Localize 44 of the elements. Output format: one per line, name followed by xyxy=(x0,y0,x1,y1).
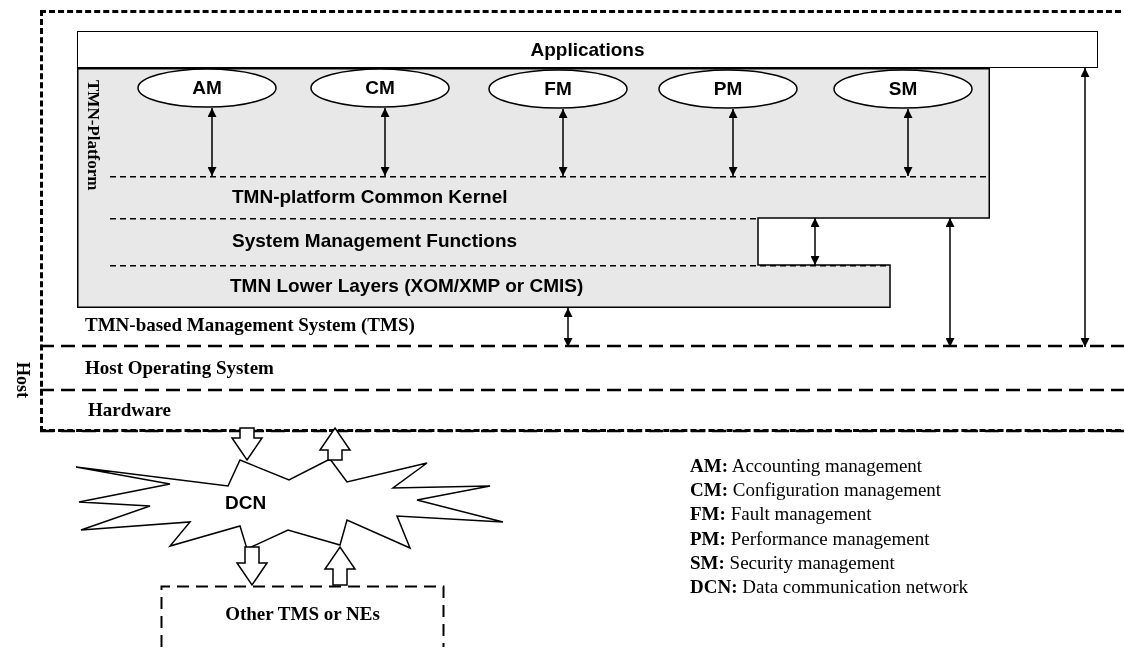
abbreviation-note: AM: Accounting management xyxy=(690,455,923,477)
host-label: Host xyxy=(12,362,33,398)
cloud-label: DCN xyxy=(225,492,267,514)
abbreviation-note: FM: Fault management xyxy=(690,503,872,526)
function-ellipse xyxy=(310,68,450,108)
ellipse-label: AM xyxy=(191,77,223,99)
ellipse-label: CM xyxy=(364,77,396,99)
box-label: Other TMS or NEs xyxy=(224,603,381,625)
ellipse-label: FM xyxy=(543,78,573,100)
double-arrow xyxy=(1080,67,1090,348)
ellipse-label: PM xyxy=(712,78,744,100)
abbreviation-note: CM: Configuration management xyxy=(690,479,942,502)
abbreviation-note: PM: Performance management xyxy=(690,527,930,550)
abbreviation-note: DCN: Data communication network xyxy=(690,576,969,598)
block-arrow xyxy=(230,427,264,462)
double-arrow xyxy=(903,108,913,177)
double-arrow xyxy=(810,217,820,266)
block-arrow xyxy=(235,546,269,587)
double-arrow xyxy=(728,108,738,177)
block-arrow xyxy=(323,545,357,586)
ellipse-label: SM xyxy=(887,78,919,100)
function-ellipse xyxy=(488,69,628,109)
band-label: TMN Lower Layers (XOM/XMP or CMIS) xyxy=(230,275,584,297)
function-ellipse xyxy=(833,69,973,109)
function-ellipse xyxy=(658,69,798,109)
double-arrow xyxy=(558,108,568,177)
platform-block xyxy=(77,68,990,308)
double-arrow xyxy=(207,107,217,177)
applications-box xyxy=(77,31,1098,68)
band-label: System Management Functions xyxy=(232,230,518,252)
band-label: Hardware xyxy=(88,399,172,421)
external-system-box xyxy=(160,585,445,647)
double-arrow xyxy=(563,307,573,348)
box-label: Applications xyxy=(529,39,646,61)
function-ellipse xyxy=(137,68,277,108)
abbreviation-note: SM: Security management xyxy=(690,551,895,574)
platform-label: TMN-Platform xyxy=(83,80,103,191)
double-arrow xyxy=(380,107,390,177)
band-label: TMN-platform Common Kernel xyxy=(232,186,508,208)
block-arrow xyxy=(318,426,352,461)
band-label: Host Operating System xyxy=(85,357,274,379)
band-label: TMN-based Management System (TMS) xyxy=(85,314,415,336)
double-arrow xyxy=(945,217,955,348)
network-cloud xyxy=(75,458,505,550)
